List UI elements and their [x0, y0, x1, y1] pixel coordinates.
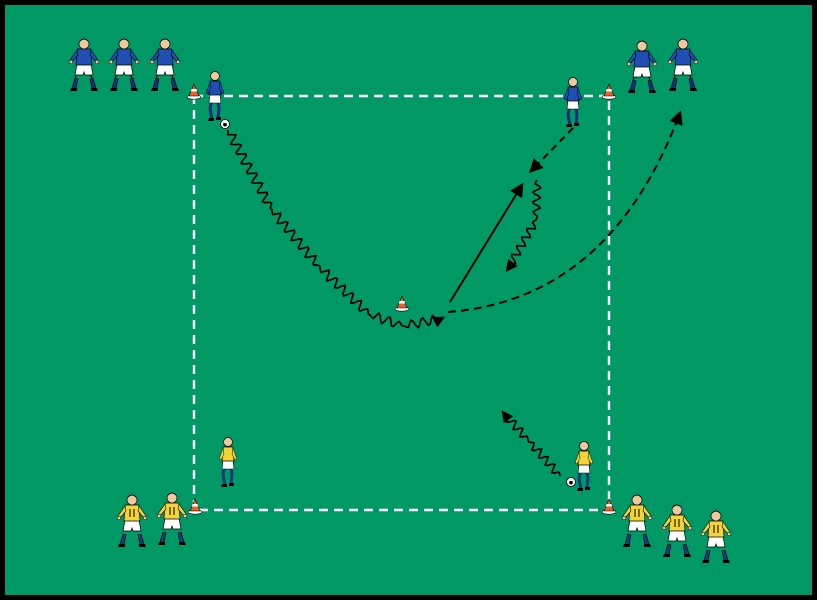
dribble-path-diagonal — [226, 129, 446, 329]
pitch-surface — [5, 5, 812, 595]
run-to-support — [529, 127, 574, 174]
playing-area-boundary — [192, 94, 611, 512]
ball-top-left — [220, 119, 230, 129]
ball-bottom-right — [566, 477, 576, 487]
pass-line — [449, 182, 524, 303]
dribble-path-return — [505, 179, 542, 273]
run-to-top-right-queue — [447, 110, 683, 313]
dribble-path-bottom-right — [501, 410, 561, 477]
